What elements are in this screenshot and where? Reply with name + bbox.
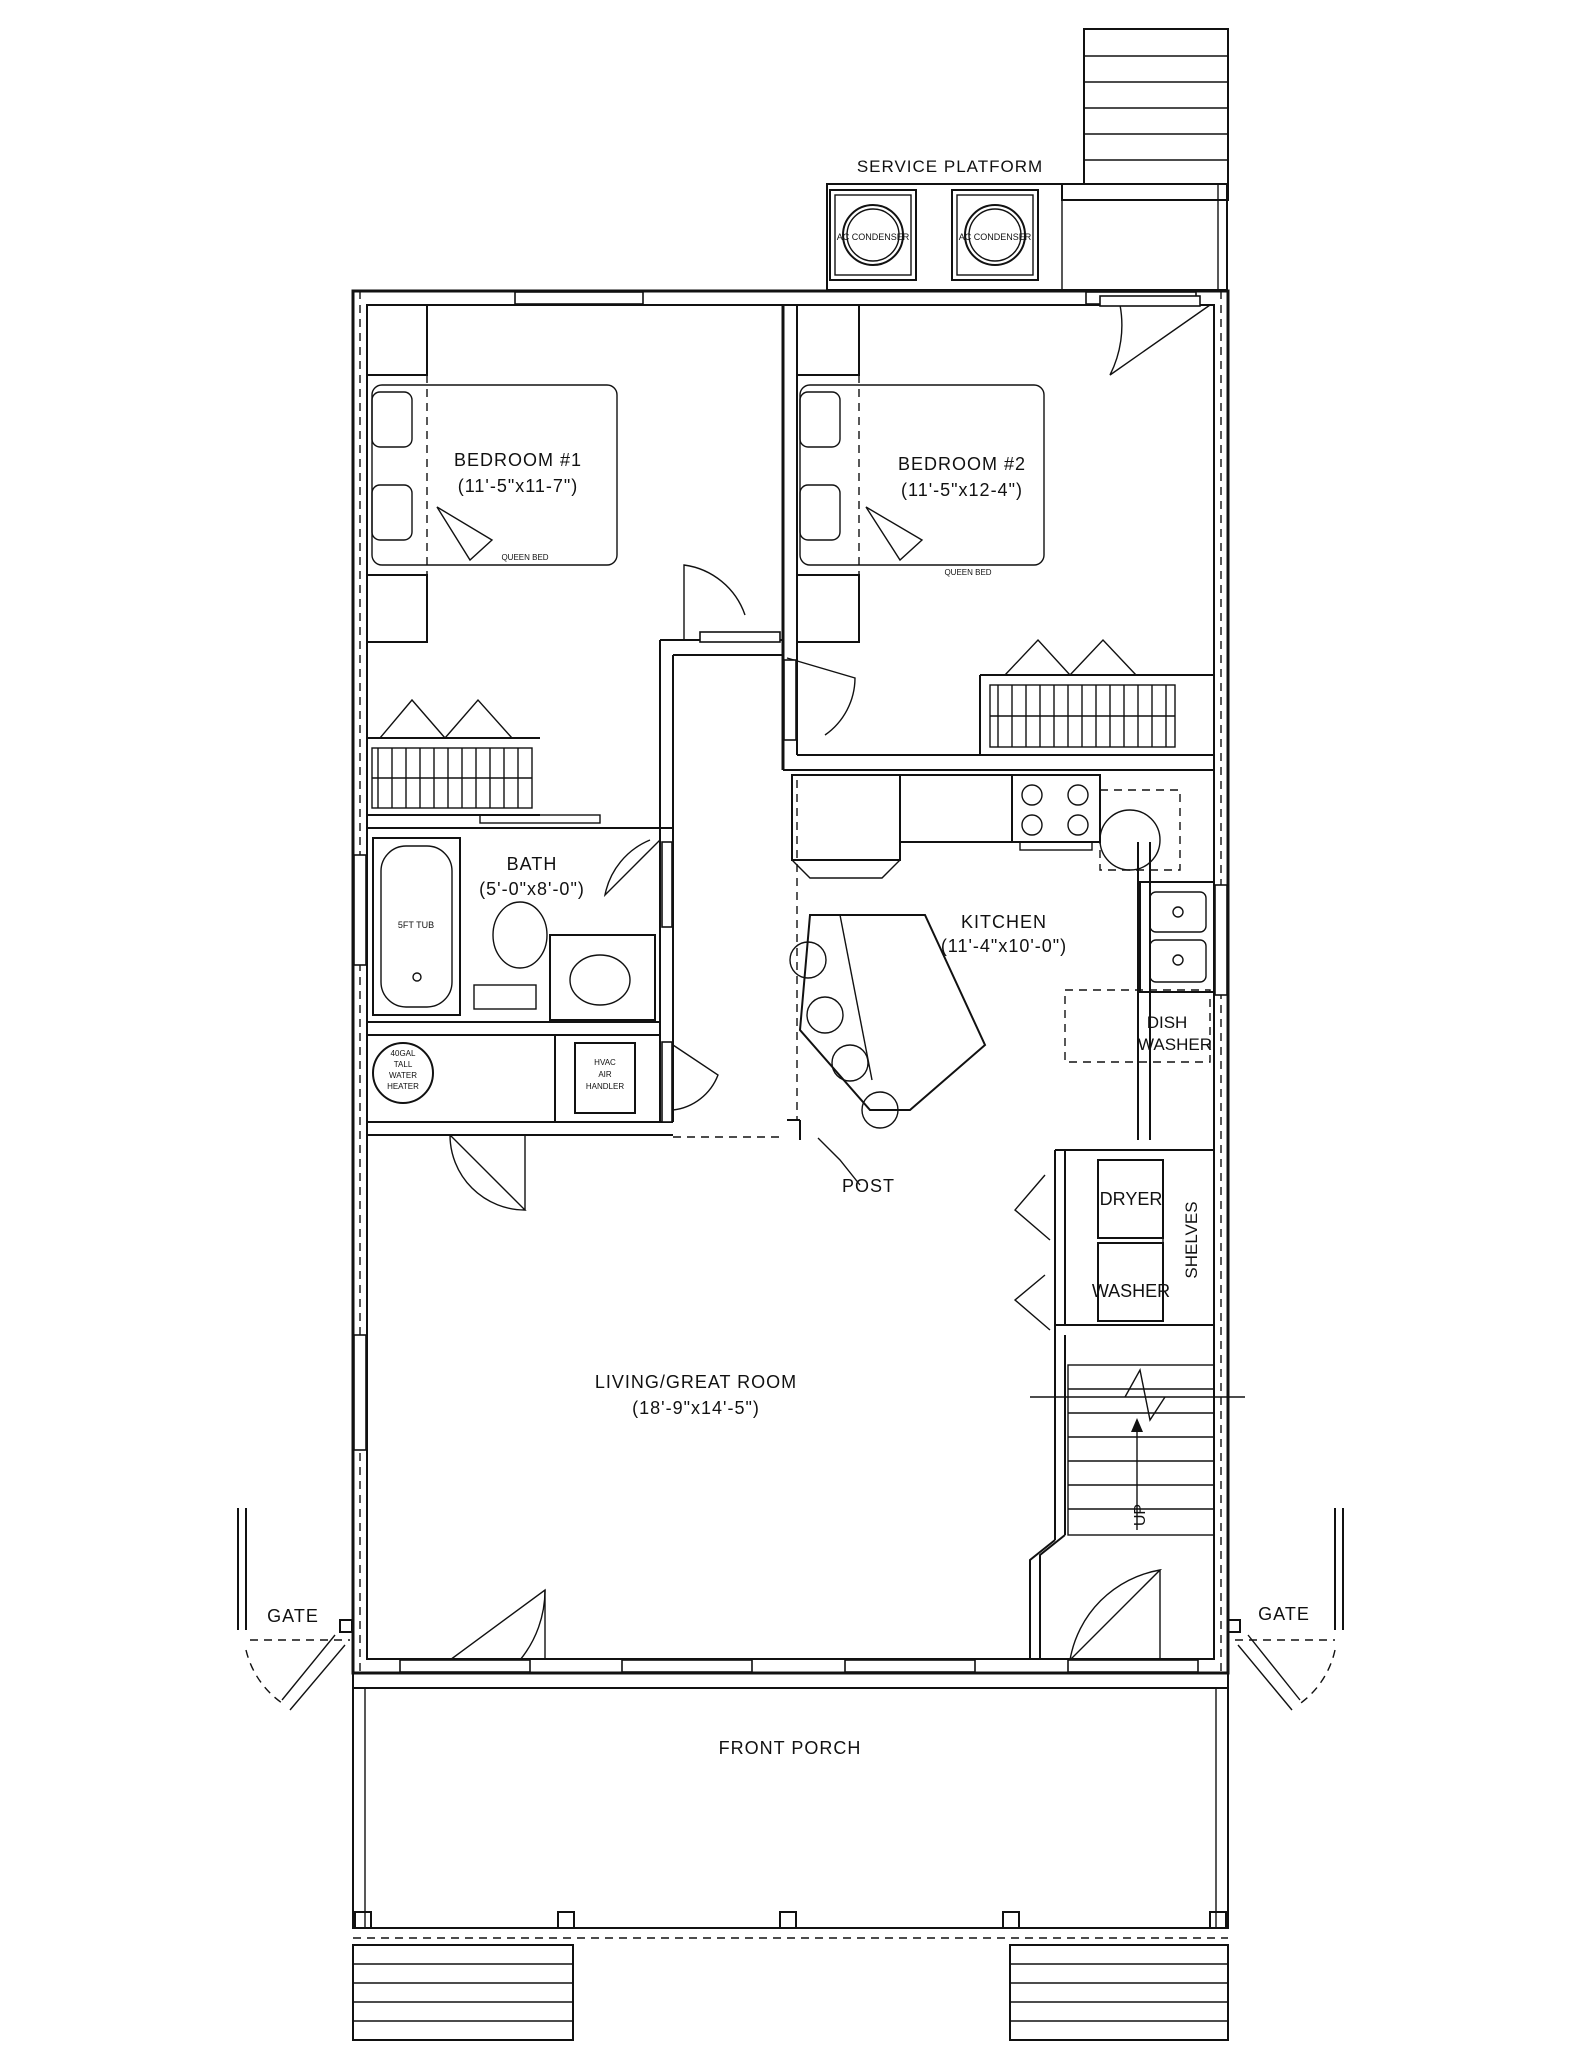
laundry [1013, 1149, 1214, 1331]
front-steps-left [352, 1944, 574, 2041]
gate-right [1227, 1508, 1344, 1711]
gate-right-label: GATE [1258, 1604, 1310, 1624]
bath-title: BATH [507, 854, 558, 874]
front-porch-label: FRONT PORCH [719, 1738, 862, 1758]
interior-walls [367, 305, 1214, 1140]
tub-label: 5FT TUB [398, 920, 434, 930]
bedroom-1: QUEEN BED [366, 304, 618, 824]
water-heater-line-2: TALL [394, 1060, 413, 1069]
bedroom-1-dimensions: (11'-5"x11-7") [458, 476, 579, 496]
air-handler-line-2: AIR [598, 1070, 612, 1079]
living-room-title: LIVING/GREAT ROOM [595, 1372, 797, 1392]
air-handler-line-3: HANDLER [586, 1082, 624, 1091]
doors [449, 295, 1211, 1661]
post-label: POST [842, 1176, 895, 1196]
ac-condenser-2-label: AC CONDENSER [959, 232, 1032, 242]
water-heater-line-4: HEATER [387, 1082, 419, 1091]
kitchen-dimensions: (11'-4"x10'-0") [941, 936, 1067, 956]
dishwasher-line-2: WASHER [1138, 1035, 1212, 1054]
living-room-dimensions: (18'-9"x14'-5") [632, 1398, 760, 1418]
ac-condenser-1: AC CONDENSER [829, 189, 917, 281]
bedroom-2: QUEEN BED [796, 304, 1214, 755]
bath-dimensions: (5'-0"x8'-0") [479, 879, 585, 899]
front-steps-right [1009, 1944, 1229, 2041]
windows [353, 291, 1228, 1673]
bath [372, 837, 656, 1021]
interior-stair [1029, 1325, 1245, 1660]
gate-left-label: GATE [267, 1606, 319, 1626]
dishwasher-line-1: DISH [1147, 1013, 1188, 1032]
ac-condenser-1-label: AC CONDENSER [837, 232, 910, 242]
water-heater-line-3: WATER [389, 1071, 417, 1080]
shelves-label: SHELVES [1182, 1201, 1201, 1278]
queen-bed-1-label: QUEEN BED [501, 553, 548, 562]
bedroom-2-title: BEDROOM #2 [898, 454, 1026, 474]
utility-closet [372, 1042, 636, 1114]
dryer-label: DRYER [1100, 1189, 1163, 1209]
air-handler-line-1: HVAC [594, 1058, 616, 1067]
kitchen [789, 774, 1215, 1186]
kitchen-title: KITCHEN [961, 912, 1047, 932]
gate-left [237, 1508, 353, 1711]
service-platform [826, 183, 1229, 291]
stair-up-label: UP [1132, 1504, 1149, 1526]
front-porch [352, 1672, 1229, 1939]
water-heater-line-1: 40GAL [391, 1049, 416, 1058]
washer-label: WASHER [1092, 1281, 1170, 1301]
queen-bed-2-label: QUEEN BED [944, 568, 991, 577]
bedroom-1-title: BEDROOM #1 [454, 450, 582, 470]
service-platform-label: SERVICE PLATFORM [857, 157, 1043, 176]
bedroom-2-dimensions: (11'-5"x12-4") [901, 480, 1023, 500]
ac-condenser-2: AC CONDENSER [951, 189, 1039, 281]
